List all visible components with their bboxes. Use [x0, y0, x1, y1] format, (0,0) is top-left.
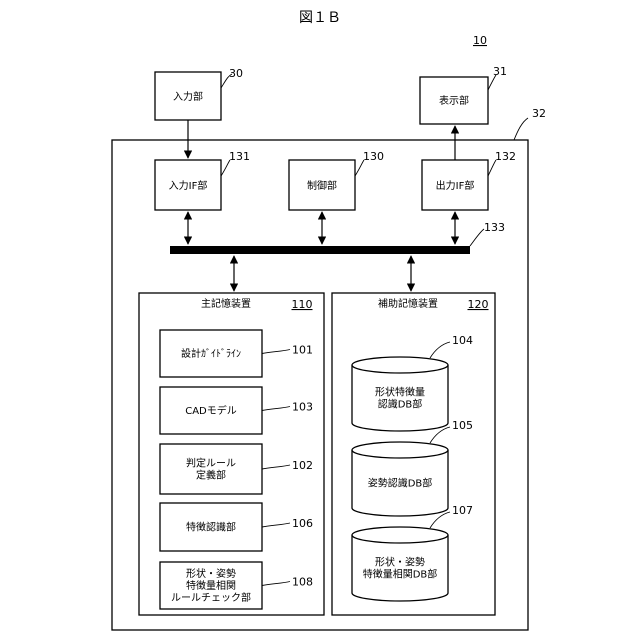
module-leader: [262, 465, 290, 469]
module-label-line: 判定ルール: [186, 457, 236, 470]
db-cylinder: 姿勢認識DB部 105: [352, 419, 473, 516]
aux-storage-items: 形状特徴量認識DB部 104 姿勢認識DB部 105 形状・姿勢特徴量相関DB部 107: [352, 334, 473, 601]
input-if-ref: 131: [229, 150, 250, 163]
db-leader: [430, 342, 450, 358]
db-label-line: 形状・姿勢: [375, 556, 425, 569]
system-ref: 10: [473, 34, 487, 47]
module-ref: 108: [292, 576, 313, 589]
db-ref: 107: [452, 504, 473, 517]
figure-title: 図１Ｂ: [299, 10, 341, 26]
module-label-line: ルールチェック部: [171, 591, 251, 604]
module-ref: 102: [292, 459, 313, 472]
module-label-line: 特徴認識部: [186, 521, 236, 534]
aux-storage-ref: 120: [468, 298, 489, 311]
module-leader: [262, 582, 290, 586]
module-leader: [262, 350, 290, 354]
main-memory-item: 設計ｶﾞｲﾄﾞﾗｲﾝ 101: [160, 330, 313, 377]
input-unit-label: 入力部: [173, 90, 203, 103]
input-if-label: 入力IF部: [169, 179, 208, 192]
db-top: [352, 442, 448, 458]
output-if-label: 出力IF部: [436, 179, 475, 192]
main-memory-item: 特徴認識部 106: [160, 503, 313, 551]
module-label-line: 特徴量相関: [186, 579, 236, 592]
control-label: 制御部: [307, 179, 337, 192]
system-bus: [170, 246, 470, 254]
display-unit-label: 表示部: [439, 94, 469, 107]
device-container: [112, 140, 528, 630]
module-ref: 106: [292, 517, 313, 530]
db-label-line: 姿勢認識DB部: [368, 477, 433, 490]
main-memory-label: 主記憶装置: [201, 297, 251, 310]
display-unit-ref: 31: [493, 65, 507, 78]
main-memory-item: 形状・姿勢特徴量相関ルールチェック部 108: [160, 562, 313, 609]
bus-leader: [470, 229, 484, 246]
db-ref: 105: [452, 419, 473, 432]
module-ref: 103: [292, 401, 313, 414]
control-ref: 130: [363, 150, 384, 163]
main-memory-items: 設計ｶﾞｲﾄﾞﾗｲﾝ 101CADモデル 103 判定ルール定義部 102 特徴認識部 10…: [160, 330, 313, 609]
module-leader: [262, 407, 290, 411]
module-label-line: 設計ｶﾞｲﾄﾞﾗｲﾝ: [181, 347, 241, 360]
db-cylinder: 形状・姿勢特徴量相関DB部 107: [352, 504, 473, 601]
db-label-line: 形状特徴量: [375, 386, 425, 399]
module-ref: 101: [292, 344, 313, 357]
db-label-line: 特徴量相関DB部: [363, 568, 438, 581]
device-ref: 32: [532, 107, 546, 120]
main-memory-item: CADモデル 103: [160, 387, 313, 434]
aux-storage-label: 補助記憶装置: [378, 297, 438, 310]
db-top: [352, 357, 448, 373]
module-label-line: CADモデル: [185, 404, 237, 417]
main-memory-item: 判定ルール定義部 102: [160, 444, 313, 494]
output-if-ref: 132: [495, 150, 516, 163]
db-label-line: 認識DB部: [378, 398, 423, 411]
db-cylinder: 形状特徴量認識DB部 104: [352, 334, 473, 431]
db-top: [352, 527, 448, 543]
main-memory-ref: 110: [292, 298, 313, 311]
module-label-line: 定義部: [196, 469, 226, 482]
input-unit-ref: 30: [229, 67, 243, 80]
db-ref: 104: [452, 334, 473, 347]
module-leader: [262, 523, 290, 527]
device-leader: [514, 118, 528, 140]
bus-ref: 133: [484, 221, 505, 234]
module-label-line: 形状・姿勢: [186, 567, 236, 580]
